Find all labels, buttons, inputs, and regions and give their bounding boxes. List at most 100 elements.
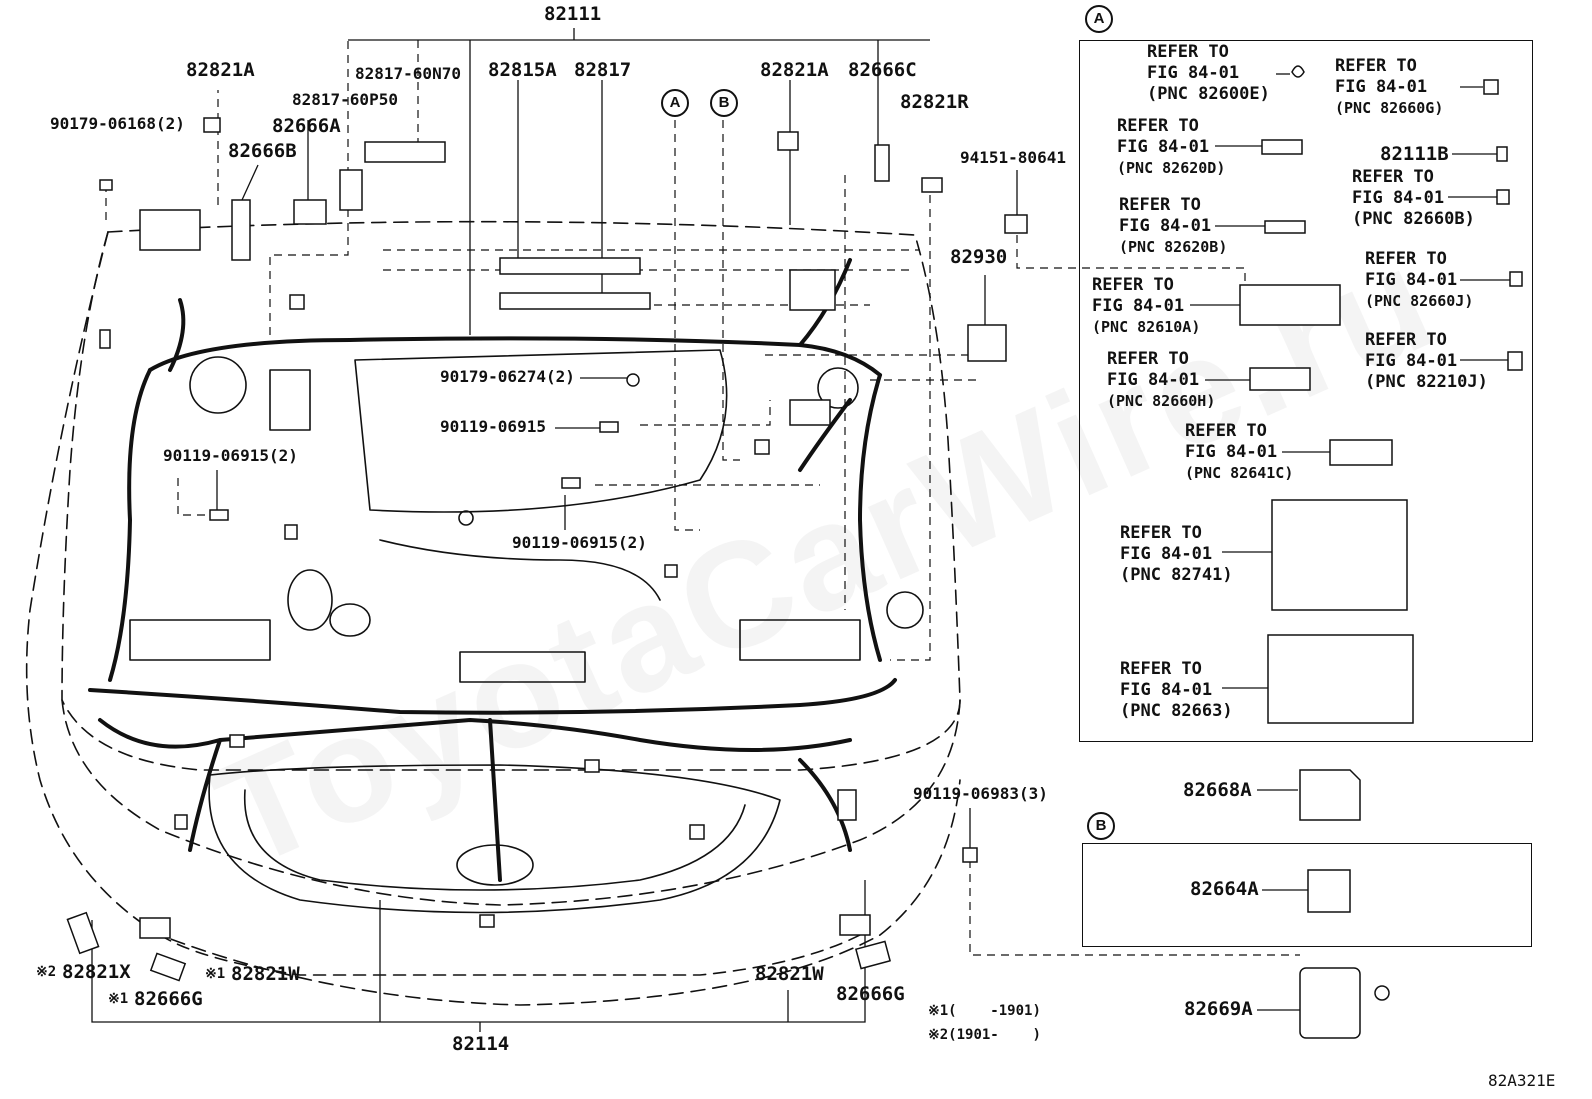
- connector-82821X: [66, 911, 100, 955]
- refer-line2: FIG 84-01: [1365, 270, 1458, 290]
- body-outline-outer: [25, 231, 961, 1006]
- part-label-90119-06915-2a: 90119-06915(2): [163, 446, 298, 465]
- refer-pnc: (PNC 82660B): [1352, 209, 1475, 229]
- part-label-82821w-right: 82821W: [755, 963, 824, 985]
- part-label-82817: 82817: [574, 59, 632, 81]
- part-label-82821w-left: 82821W: [231, 963, 300, 985]
- leader-82666B: [241, 164, 259, 201]
- reservoir-cap: [189, 356, 247, 414]
- part-label-82817-60p50: 82817-60P50: [292, 90, 398, 109]
- part-label-82668a: 82668A: [1183, 779, 1252, 801]
- grille-inner: [243, 789, 746, 891]
- refer-line1: REFER TO: [1147, 42, 1229, 62]
- note-marker-1-g: ※1: [108, 991, 129, 1007]
- refer-82641c: REFER TO FIG 84-01 (PNC 82641C): [1185, 421, 1293, 484]
- refer-line2: FIG 84-01: [1335, 77, 1428, 97]
- part-label-90179-06168: 90179-06168(2): [50, 114, 185, 133]
- connector-82821A-right: [777, 131, 799, 151]
- lower-branch-right: [798, 758, 852, 852]
- part-label-82114: 82114: [452, 1033, 510, 1055]
- radiator-left: [129, 619, 271, 661]
- connector-82666G-right: [855, 940, 891, 970]
- refer-pnc: (PNC 82660J): [1365, 292, 1474, 310]
- part-label-82666b: 82666B: [228, 140, 297, 162]
- leader-82821R: [890, 195, 931, 661]
- refer-line2: FIG 84-01: [1117, 137, 1210, 157]
- part-label-82821a-right: 82821A: [760, 59, 829, 81]
- refer-pnc: (PNC 82610A): [1092, 318, 1201, 336]
- refer-line2: FIG 84-01: [1092, 296, 1185, 316]
- engine-cover: [354, 349, 728, 513]
- refer-line1: REFER TO: [1120, 523, 1202, 543]
- connector-4: [664, 564, 678, 578]
- refer-82210j: REFER TO FIG 84-01 (PNC 82210J): [1365, 330, 1488, 393]
- part-label-94151-80641: 94151-80641: [960, 148, 1066, 167]
- refer-line1: REFER TO: [1185, 421, 1267, 441]
- leader-90119-06983: [969, 860, 1300, 956]
- refer-pnc: (PNC 82663): [1120, 701, 1233, 721]
- part-82620D: [1261, 139, 1303, 155]
- brake-master: [269, 369, 311, 431]
- part-label-90119-06915-2b: 90119-06915(2): [512, 533, 647, 552]
- refer-line2: FIG 84-01: [1120, 544, 1213, 564]
- clip-90179-06274: [626, 373, 640, 387]
- protector-82817-60N70: [364, 141, 446, 163]
- connector-82666G-left: [149, 952, 187, 982]
- part-82641C: [1329, 439, 1393, 466]
- bracket-82666B: [231, 199, 251, 261]
- part-label-82664a: 82664A: [1190, 878, 1259, 900]
- note-2: ※2(1901- ): [928, 1027, 1041, 1043]
- refer-line2: FIG 84-01: [1185, 442, 1278, 462]
- refer-box-b: [1082, 843, 1532, 947]
- connector-3: [99, 329, 111, 349]
- connector-82666A: [293, 199, 327, 225]
- component-a: [287, 569, 333, 631]
- part-label-90119-06915: 90119-06915: [440, 417, 546, 436]
- front-panel: [459, 651, 586, 683]
- part-82664A: [1307, 869, 1351, 913]
- refer-82610a: REFER TO FIG 84-01 (PNC 82610A): [1092, 275, 1200, 338]
- intake: [379, 539, 661, 601]
- refer-82660b: REFER TO FIG 84-01 (PNC 82660B): [1352, 167, 1475, 230]
- leader-94151-80641: [1016, 235, 1246, 290]
- part-82210J: [1507, 351, 1523, 371]
- refer-line2: FIG 84-01: [1120, 680, 1213, 700]
- part-82660J: [1509, 271, 1523, 287]
- connector-9: [837, 789, 857, 821]
- refer-82660j: REFER TO FIG 84-01 (PNC 82660J): [1365, 249, 1473, 312]
- refer-82660h: REFER TO FIG 84-01 (PNC 82660H): [1107, 349, 1215, 412]
- callout-a-diagram: A: [661, 89, 689, 117]
- main-harness-right: [858, 373, 882, 662]
- center-drop: [488, 718, 502, 882]
- refer-line1: REFER TO: [1119, 195, 1201, 215]
- refer-line1: REFER TO: [1120, 659, 1202, 679]
- refer-line1: REFER TO: [1352, 167, 1434, 187]
- refer-line1: REFER TO: [1092, 275, 1174, 295]
- part-82669A: [1299, 967, 1361, 1039]
- hood-line: [107, 220, 916, 236]
- leader-A: [674, 120, 700, 531]
- connector-1: [289, 294, 305, 310]
- connector-5: [754, 439, 770, 455]
- part-label-82930: 82930: [950, 246, 1008, 268]
- protector-82817: [499, 292, 651, 310]
- main-harness-left: [108, 368, 152, 682]
- refer-pnc: (PNC 82660G): [1335, 99, 1444, 117]
- part-82610A: [1239, 284, 1341, 326]
- connector-cluster-right: [789, 269, 836, 311]
- part-label-82669a: 82669A: [1184, 998, 1253, 1020]
- leader-90119-06915-2a: [177, 478, 210, 516]
- connector-2: [284, 524, 298, 540]
- relay-82930: [967, 324, 1007, 362]
- leader-B: [722, 120, 740, 461]
- refer-line1: REFER TO: [1335, 56, 1417, 76]
- connector-6: [229, 734, 245, 748]
- connector-11: [479, 914, 495, 928]
- refer-line2: FIG 84-01: [1119, 216, 1212, 236]
- part-label-90119-06983: 90119-06983(3): [913, 784, 1048, 803]
- refer-line2: FIG 84-01: [1107, 370, 1200, 390]
- part-82600E: [1291, 65, 1305, 78]
- part-82668A: [1299, 769, 1361, 821]
- connector-82817-60P50: [339, 169, 363, 211]
- connector-82821R: [921, 177, 943, 193]
